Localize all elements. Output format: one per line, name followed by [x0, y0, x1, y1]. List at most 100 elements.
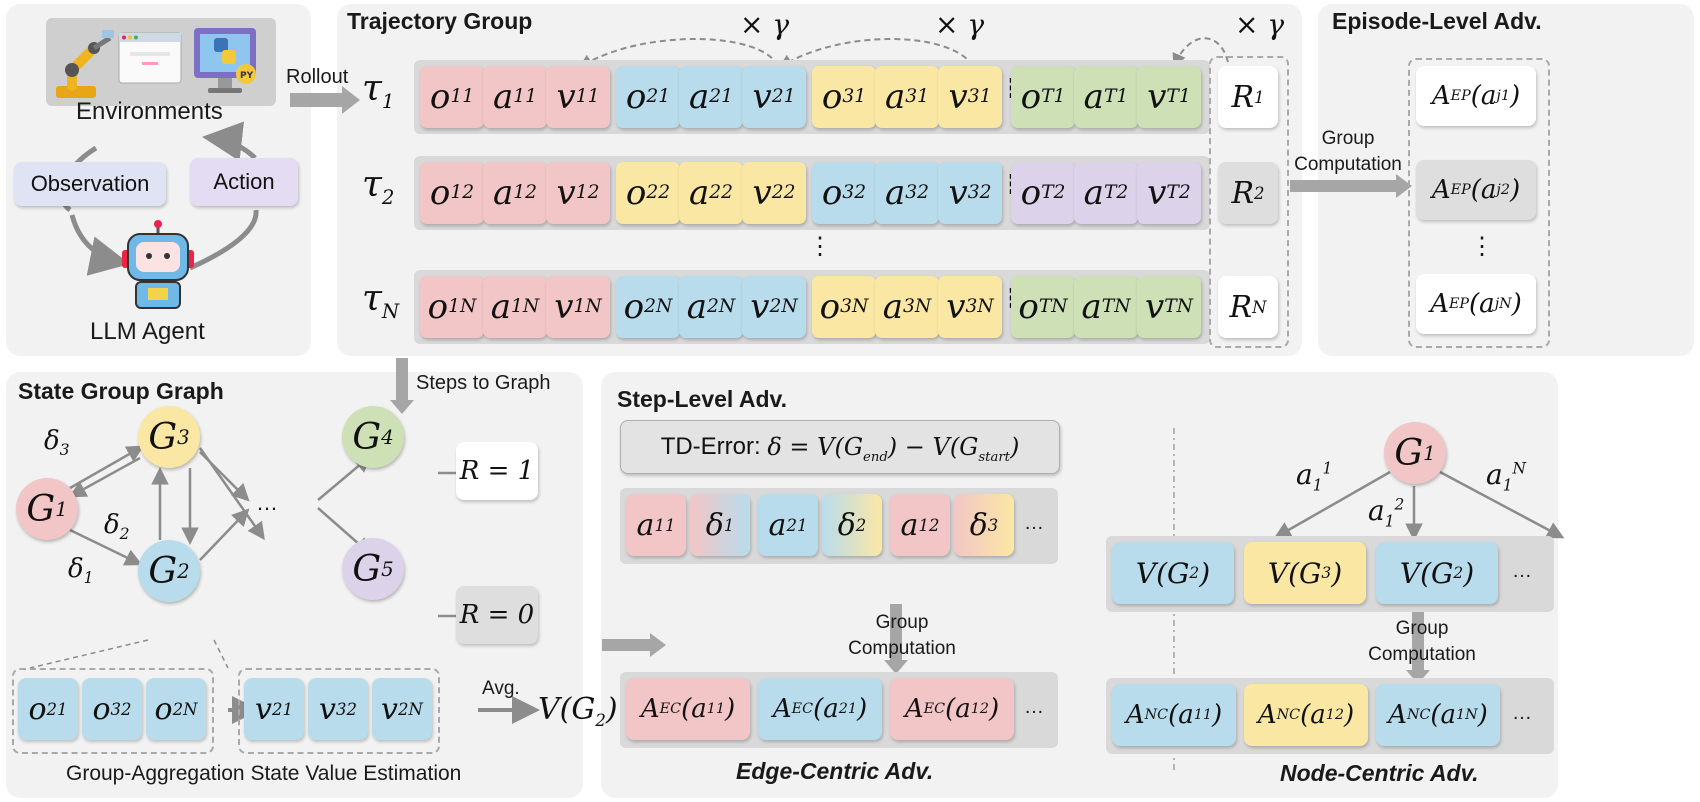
steps-to-graph-label: Steps to Graph [416, 372, 551, 394]
episode-adv-dashed [1408, 58, 1550, 348]
trajectory-group-title: Trajectory Group [347, 8, 533, 34]
edge-centric-label: Edge-Centric Adv. [736, 758, 934, 784]
group-computation-label: Group Computation [1368, 618, 1476, 665]
node-centric-label: Node-Centric Adv. [1280, 760, 1479, 786]
llm-agent-label: LLM Agent [90, 318, 205, 345]
reward-column-dashed [1209, 56, 1289, 348]
trajectory-label: τ1 [362, 68, 395, 114]
action-box: Action [190, 158, 298, 206]
ellipsis: … [1512, 702, 1532, 724]
obs-group-dashed [12, 668, 214, 754]
ellipsis: … [1512, 560, 1532, 582]
environments-label: Environments [76, 98, 223, 125]
episode-level-title: Episode-Level Adv. [1332, 8, 1542, 34]
reward-box-0: R = 0 [456, 586, 538, 644]
python-monitor-icon: PY [194, 28, 256, 93]
action-label: a1N [1486, 458, 1526, 495]
td-error-box: TD-Error: δ = V(Gend) − V(Gstart) [620, 420, 1060, 474]
trajectory-label: τN [362, 278, 400, 324]
observation-box: Observation [14, 162, 166, 206]
group-computation-label: Group Computation [1294, 128, 1402, 175]
reward-box-1: R = 1 [456, 442, 538, 500]
vertical-ellipsis: ⋮ [1470, 233, 1494, 260]
vertical-ellipsis: ⋮ [808, 233, 832, 260]
action-label: a11 [1296, 458, 1333, 495]
browser-window-icon [118, 32, 182, 84]
val-group-dashed [238, 668, 440, 754]
robot-arm-icon [56, 30, 114, 98]
group-computation-label: Group Computation [848, 612, 956, 659]
trajectory-label: τ2 [362, 164, 395, 210]
graph-ellipsis: … [256, 490, 278, 515]
state-value-result: V(G2) [538, 692, 618, 730]
action-label: a12 [1368, 494, 1405, 531]
ellipsis: … [1024, 696, 1044, 718]
state-group-graph-title: State Group Graph [18, 378, 224, 404]
gamma-label: × γ [935, 8, 985, 41]
gamma-label: × γ [740, 8, 790, 41]
avg-label: Avg. [482, 678, 520, 699]
edge-label-delta3: δ3 [44, 426, 70, 460]
